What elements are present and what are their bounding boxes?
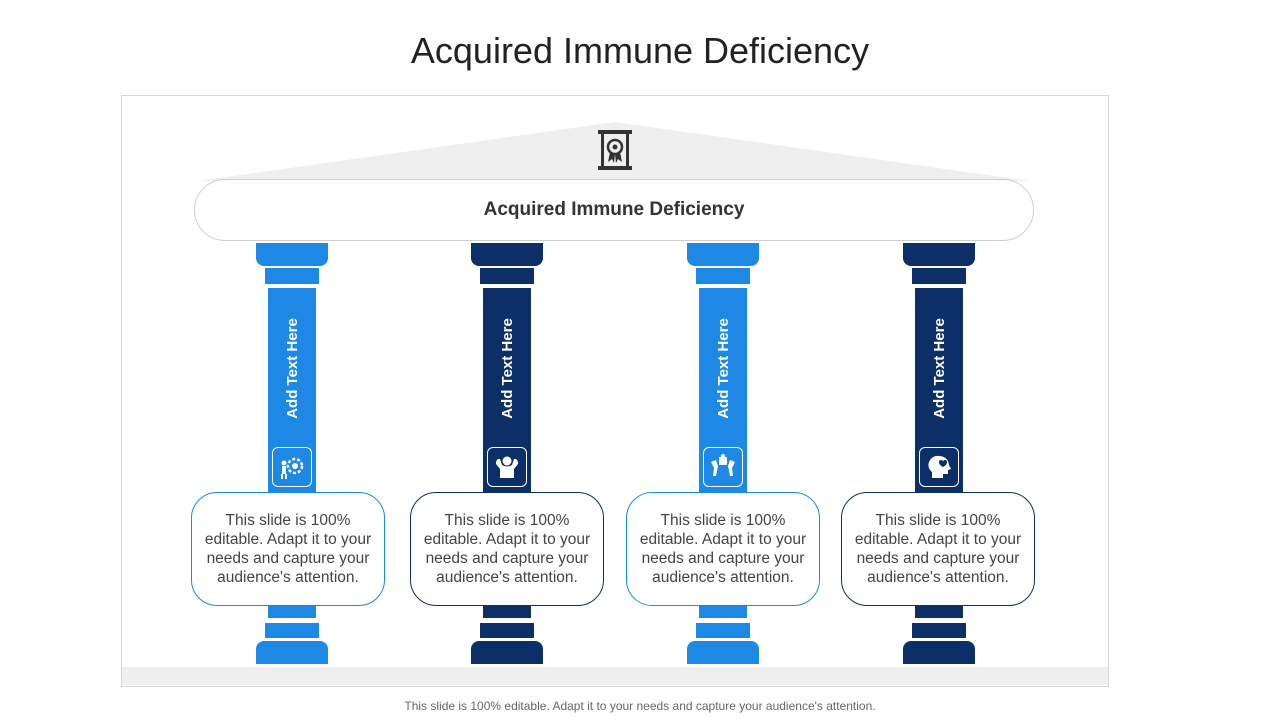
description-box-3: This slide is 100% editable. Adapt it to… (626, 492, 820, 606)
description-text: This slide is 100% editable. Adapt it to… (639, 512, 807, 586)
pillar-3: Add Text Here (687, 0, 759, 720)
pillar-lower-neck (480, 623, 534, 638)
header-banner: Acquired Immune Deficiency (194, 179, 1034, 241)
pillar-1: Add Text Here (256, 0, 328, 720)
pillar-neck (480, 268, 534, 284)
pillar-label-wrap: Add Text Here (699, 288, 747, 448)
description-text: This slide is 100% editable. Adapt it to… (854, 512, 1022, 586)
pillar-base (256, 641, 328, 664)
footer-note: This slide is 100% editable. Adapt it to… (404, 699, 876, 713)
pillar-label-wrap: Add Text Here (268, 288, 316, 448)
pillar-neck (265, 268, 319, 284)
pillar-label: Add Text Here (283, 317, 301, 419)
pillar-label: Add Text Here (930, 317, 948, 419)
pillar-cap (471, 243, 543, 266)
description-box-4: This slide is 100% editable. Adapt it to… (841, 492, 1035, 606)
pillar-label-wrap: Add Text Here (483, 288, 531, 448)
pillar-base (903, 641, 975, 664)
pillar-base (471, 641, 543, 664)
pillar-label: Add Text Here (498, 317, 516, 419)
pillar-2: Add Text Here (471, 0, 543, 720)
description-box-1: This slide is 100% editable. Adapt it to… (191, 492, 385, 606)
muscle-man-icon (487, 447, 527, 487)
pillar-neck (912, 268, 966, 284)
description-text: This slide is 100% editable. Adapt it to… (204, 512, 372, 586)
banner-label: Acquired Immune Deficiency (483, 199, 745, 220)
pillar-cap (687, 243, 759, 266)
pillar-neck (696, 268, 750, 284)
pillar-4: Add Text Here (903, 0, 975, 720)
pillar-lower-neck (265, 623, 319, 638)
pillar-cap (903, 243, 975, 266)
pillar-lower-neck (912, 623, 966, 638)
pillar-cap (256, 243, 328, 266)
pillar-label-wrap: Add Text Here (915, 288, 963, 448)
head-heart-icon (919, 447, 959, 487)
pillar-lower-neck (696, 623, 750, 638)
puzzle-hands-icon (703, 447, 743, 487)
pillar-label: Add Text Here (714, 317, 732, 419)
description-text: This slide is 100% editable. Adapt it to… (423, 512, 591, 586)
floor-strip (122, 667, 1108, 685)
award-certificate-icon (598, 130, 632, 170)
slide-title: Acquired Immune Deficiency (410, 30, 870, 71)
person-gear-icon (272, 447, 312, 487)
pillar-base (687, 641, 759, 664)
description-box-2: This slide is 100% editable. Adapt it to… (410, 492, 604, 606)
